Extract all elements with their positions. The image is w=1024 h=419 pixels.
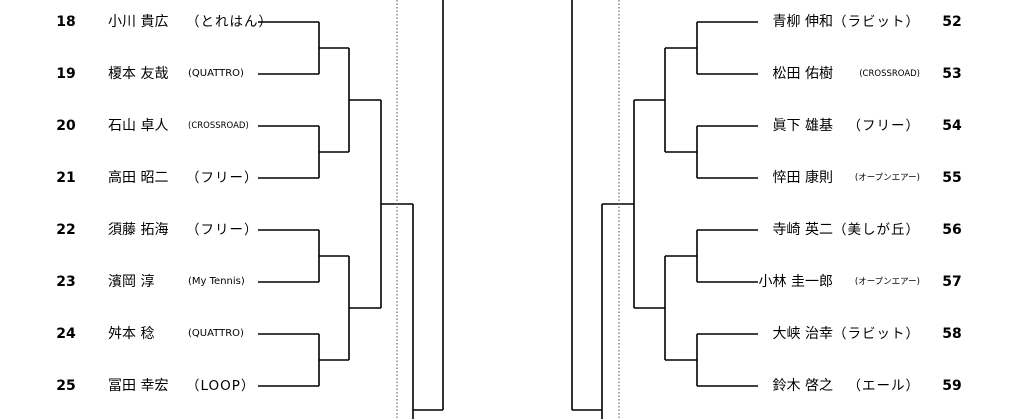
- player-name: 悴田 康則: [772, 170, 833, 186]
- club-name: （フリー）: [847, 118, 920, 134]
- seed-number: 21: [56, 170, 76, 186]
- club-name: （フリー）: [186, 170, 259, 186]
- player-name: 須藤 拓海: [108, 222, 169, 238]
- club-name: （エール）: [847, 378, 920, 394]
- player-name: 大峡 治幸: [772, 326, 833, 342]
- seed-number: 20: [56, 118, 76, 134]
- club-name: （ラビット）: [833, 14, 920, 30]
- club-name: (CROSSROAD): [859, 69, 920, 79]
- seed-number: 55: [942, 170, 962, 186]
- seed-number: 54: [942, 118, 962, 134]
- player-name: 冨田 幸宏: [108, 378, 169, 394]
- seed-number: 25: [56, 378, 76, 394]
- club-name: (My Tennis): [188, 276, 245, 287]
- player-name: 濱岡 淳: [108, 274, 155, 290]
- player-name: 小林 圭一郎: [758, 274, 833, 290]
- player-name: 寺崎 英二: [772, 222, 833, 238]
- club-name: （ラビット）: [833, 326, 920, 342]
- club-name: （美しが丘）: [833, 222, 920, 238]
- seed-number: 24: [56, 326, 76, 342]
- club-name: （とれはん）: [186, 14, 273, 30]
- player-name: 小川 貴広: [108, 14, 169, 30]
- club-name: (オープンエアー): [854, 173, 920, 183]
- seed-number: 58: [942, 326, 962, 342]
- club-name: (QUATTRO): [188, 328, 244, 339]
- player-name: 舛本 稔: [108, 326, 155, 342]
- player-name: 松田 佑樹: [772, 66, 833, 82]
- seed-number: 53: [942, 66, 962, 82]
- seed-number: 19: [56, 66, 76, 82]
- club-name: （LOOP）: [186, 378, 256, 394]
- seed-number: 22: [56, 222, 76, 238]
- player-name: 青柳 伸和: [772, 14, 833, 30]
- seed-number: 59: [942, 378, 962, 394]
- player-name: 高田 昭二: [108, 170, 169, 186]
- seed-number: 52: [942, 14, 962, 30]
- player-name: 石山 卓人: [108, 118, 169, 134]
- club-name: (CROSSROAD): [188, 121, 249, 131]
- seed-number: 23: [56, 274, 76, 290]
- club-name: (QUATTRO): [188, 68, 244, 79]
- player-name: 鈴木 啓之: [772, 378, 833, 394]
- club-name: （フリー）: [186, 222, 259, 238]
- seed-number: 18: [56, 14, 76, 30]
- seed-number: 57: [942, 274, 962, 290]
- player-name: 榎本 友哉: [108, 66, 169, 82]
- player-name: 眞下 雄基: [772, 118, 833, 134]
- club-name: (オープンエアー): [854, 277, 920, 287]
- seed-number: 56: [942, 222, 962, 238]
